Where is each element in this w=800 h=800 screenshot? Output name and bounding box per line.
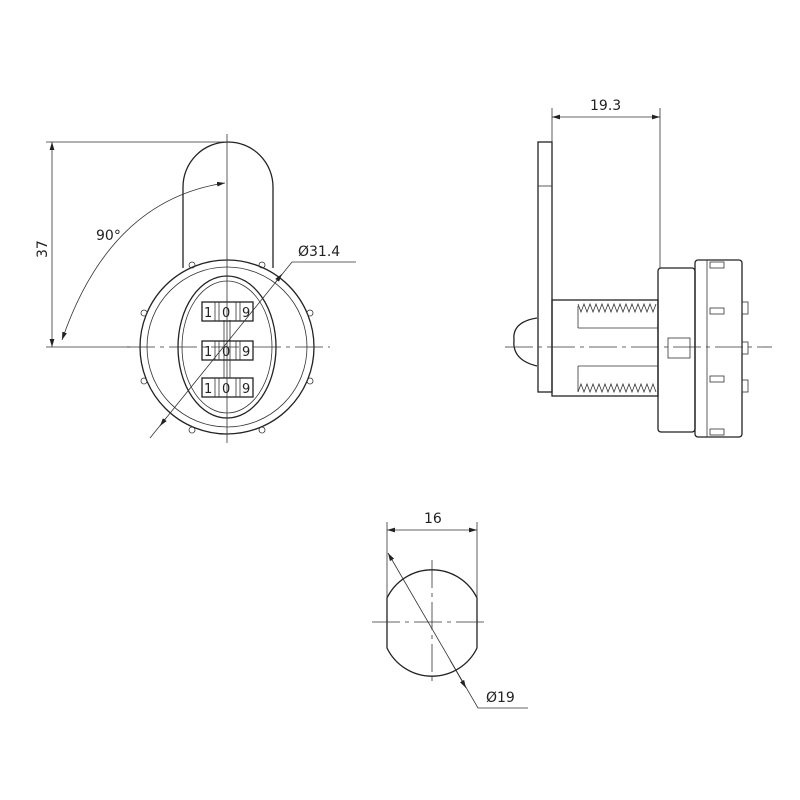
digit: 9	[242, 306, 250, 321]
angle-dimension-label: 90°	[96, 228, 121, 244]
diameter-leader	[387, 552, 528, 709]
cylinder-section	[386, 569, 478, 677]
side-notches	[667, 261, 749, 436]
bottom-view: 16 Ø19	[372, 511, 528, 709]
dial-row-3: 1 0 9	[201, 377, 254, 398]
digit: 1	[204, 345, 212, 360]
dial-row-1: 1 0 9	[201, 301, 254, 322]
shackle	[182, 141, 274, 268]
digit: 0	[222, 345, 230, 360]
dial-hub	[657, 267, 696, 433]
diameter-dimension-label: Ø31.4	[298, 244, 340, 260]
digit: 0	[222, 306, 230, 321]
digit: 1	[204, 382, 212, 397]
digit: 9	[242, 345, 250, 360]
depth-dimension-label: 19.3	[590, 98, 621, 114]
digit: 9	[242, 382, 250, 397]
cam-plate	[537, 141, 553, 393]
front-view: 1 0 9 1 0 9 1 0 9 37 90°	[35, 134, 356, 443]
width-dimension-label: 16	[424, 511, 442, 527]
screw-head	[513, 317, 538, 367]
digit: 0	[222, 382, 230, 397]
digit: 1	[204, 306, 212, 321]
dial-row-2: 1 0 9	[201, 340, 254, 361]
diameter-dimension-label: Ø19	[486, 690, 515, 706]
side-view: 19.3	[505, 98, 772, 438]
threaded-body	[551, 299, 659, 397]
dial-ring	[694, 259, 743, 438]
angle-dimension-arc	[61, 181, 226, 341]
threads	[577, 302, 659, 394]
height-dimension-label: 37	[35, 240, 51, 258]
diameter-leader	[149, 261, 356, 439]
